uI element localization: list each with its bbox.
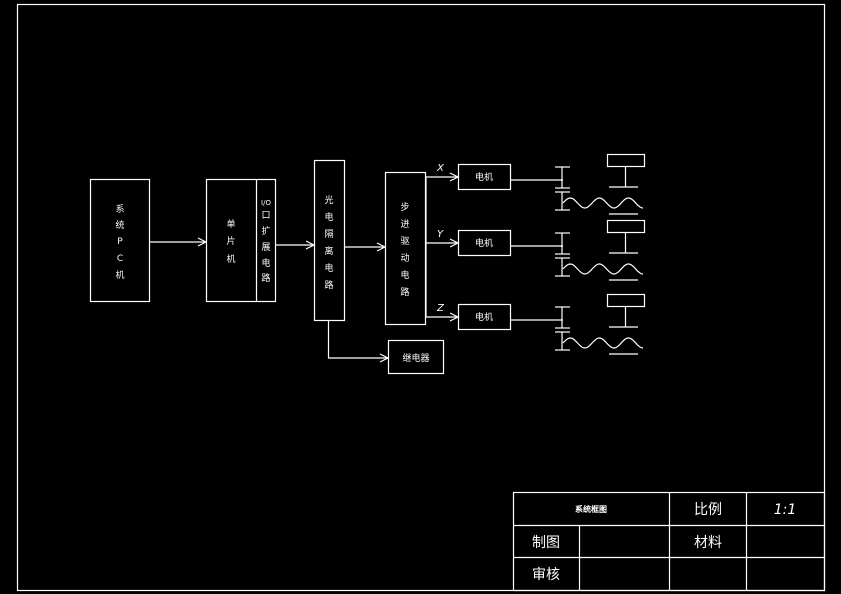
block-mcu: 单 片 机 bbox=[205, 178, 277, 303]
axis-label: X bbox=[436, 163, 445, 174]
io-char: 电 bbox=[261, 257, 270, 269]
title-block: 系统框图 比例 1:1 制图 材料 审核 bbox=[512, 491, 826, 592]
io-char: 扩 bbox=[261, 225, 270, 237]
mcu-char: 机 bbox=[226, 253, 235, 265]
mcu-char: 单 bbox=[226, 218, 235, 230]
block-stepper-driver: 步 进 驱 动 电 路 bbox=[384, 171, 427, 326]
axis-channel-y: Y 电机 bbox=[426, 219, 646, 281]
opto-char: 电 bbox=[324, 262, 333, 274]
drawing-frame bbox=[16, 3, 826, 592]
lead-screw-icon bbox=[562, 197, 644, 209]
axis-channel-z: Z 电机 bbox=[426, 293, 646, 355]
checked-by-label: 审核 bbox=[532, 567, 560, 583]
driver-char: 进 bbox=[400, 219, 409, 230]
block-opto-isolation: 光 电 隔 离 电 路 bbox=[313, 159, 346, 322]
relay-label: 继电器 bbox=[402, 352, 429, 364]
axis-label: Z bbox=[436, 303, 445, 314]
axis-label: Y bbox=[437, 229, 444, 240]
coupling-icon bbox=[555, 306, 570, 351]
block-system-pc: 系 统 P C 机 bbox=[89, 178, 151, 303]
arrow-pc-to-mcu bbox=[150, 237, 208, 247]
drawing-name: 系统框图 bbox=[575, 504, 607, 514]
opto-char: 隔 bbox=[324, 229, 333, 240]
opto-char: 光 bbox=[324, 194, 333, 206]
slider-icon bbox=[606, 219, 646, 281]
motor-label: 电机 bbox=[475, 171, 493, 183]
io-char: I/O bbox=[261, 199, 271, 207]
driver-char: 路 bbox=[400, 286, 409, 298]
arrow-io-to-opto bbox=[276, 240, 316, 250]
driver-char: 动 bbox=[400, 253, 409, 264]
io-char: 路 bbox=[261, 272, 270, 284]
pc-char: P bbox=[117, 237, 123, 247]
motor-label: 电机 bbox=[475, 237, 493, 249]
coupling-icon bbox=[555, 166, 570, 211]
slider-icon bbox=[606, 153, 646, 215]
motor-box bbox=[457, 163, 512, 191]
slider-icon bbox=[606, 293, 646, 355]
coupling-icon bbox=[555, 232, 570, 277]
block-relay: 继电器 bbox=[387, 339, 445, 375]
material-label: 材料 bbox=[694, 535, 722, 551]
motor-label: 电机 bbox=[475, 311, 493, 323]
opto-char: 离 bbox=[324, 245, 333, 257]
motor-box bbox=[457, 303, 512, 331]
driver-char: 步 bbox=[400, 202, 409, 213]
scale-value: 1:1 bbox=[774, 502, 797, 518]
motor-box bbox=[457, 229, 512, 257]
pc-char: 机 bbox=[115, 269, 124, 281]
scale-label: 比例 bbox=[694, 502, 722, 518]
block-io-expansion: I/O 口 扩 展 电 路 bbox=[261, 199, 271, 284]
opto-char: 电 bbox=[324, 211, 333, 223]
drawn-by-label: 制图 bbox=[532, 535, 560, 551]
lead-screw-icon bbox=[562, 263, 644, 275]
lead-screw-icon bbox=[562, 337, 644, 349]
arrow-opto-to-relay bbox=[327, 321, 390, 363]
pc-char: 系 bbox=[115, 204, 124, 215]
io-char: 口 bbox=[261, 211, 270, 221]
arrow-opto-to-driver bbox=[345, 242, 387, 252]
axis-channel-x: X 电机 bbox=[426, 153, 646, 215]
driver-char: 电 bbox=[400, 269, 409, 281]
driver-char: 驱 bbox=[400, 236, 409, 247]
pc-char: 统 bbox=[115, 219, 124, 231]
io-char: 展 bbox=[261, 242, 270, 253]
mcu-char: 片 bbox=[226, 235, 235, 247]
pc-char: C bbox=[117, 254, 123, 264]
opto-char: 路 bbox=[324, 279, 333, 291]
